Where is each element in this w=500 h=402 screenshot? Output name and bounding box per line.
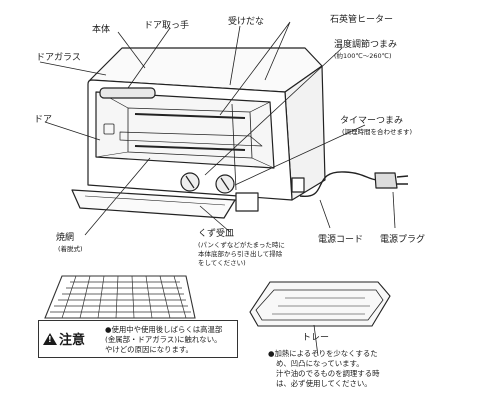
label-crumb-note-3: をしてください) [198,259,246,267]
label-crumb-tray: くず受皿 [198,227,234,239]
label-power-cord: 電源コード [318,234,363,245]
warning-icon [43,333,57,345]
label-tray-holder: 受けだな [228,15,264,27]
caution-line: (金属部・ドアガラス)に触れない。 [105,335,222,344]
caution-title: 注意 [43,329,85,348]
label-body: 本体 [92,23,110,35]
door-handle-shape [99,87,156,99]
label-crumb-note-2: 本体底部から引き出して掃除 [198,249,283,258]
caution-line: ●使用中や使用後しばらくは高温部 [105,325,223,334]
caution-text: ●使用中や使用後しばらくは高温部 (金属部・ドアガラス)に触れない。 やけどの原… [105,325,237,355]
heater-tube-bottom [134,145,246,151]
power-plug-shape [374,172,398,189]
door-window [95,91,275,169]
label-crumb-note-1: (パンくずなどがたまった時に [198,240,285,249]
tray-note-line: は、必ず使用してください。 [276,379,372,388]
label-tray: トレー [302,333,329,343]
label-heater: 石英管ヒーター [330,13,393,25]
tray-note-line: ●加熱によるそりを少なくするた [268,349,378,358]
label-timer-note: (調理時間を合わせます) [342,127,412,136]
label-temp-knob: 温度調節つまみ [334,38,397,50]
tray-note: ●加熱によるそりを少なくするた め、凹凸になっています。 汁や油のでるものを調理… [268,349,483,389]
caution-line: やけどの原因になります。 [105,345,193,354]
label-temp-range: (約100℃〜260℃) [334,51,391,60]
crumb-tray-shape [71,189,236,219]
label-rack: 焼網 [56,231,74,243]
baking-tray [249,281,391,327]
label-rack-note: (着脱式) [58,244,83,253]
heater-tube-top [134,113,246,119]
label-timer-knob: タイマーつまみ [340,115,403,126]
wire-rack [44,275,196,319]
label-door: ドア [34,115,52,125]
power-cord-shape [299,171,379,197]
inner-rack [119,131,263,147]
label-door-glass: ドアガラス [36,52,81,63]
tray-note-line: め、凹凸になっています。 [276,359,364,368]
label-power-plug: 電源プラグ [380,233,425,245]
leader-lines [39,21,396,357]
tray-note-line: 汁や油のでるものを調理する時 [276,369,380,378]
label-door-handle: ドア取っ手 [144,19,189,31]
caution-box: 注意 ●使用中や使用後しばらくは高温部 (金属部・ドアガラス)に触れない。 やけ… [38,320,238,358]
